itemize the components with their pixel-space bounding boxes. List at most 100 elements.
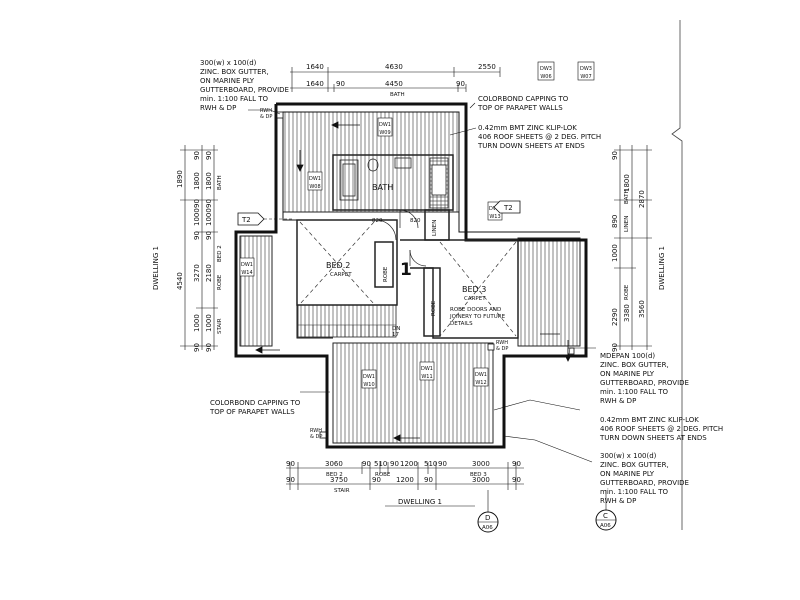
window-tag: W12 [475, 380, 486, 386]
right-dim: 3560 [638, 300, 646, 318]
bottom-dim-sub: BED 3 [470, 472, 487, 478]
note-gutter-br: ON MARINE PLY [600, 470, 655, 478]
note-roof-bottom: TURN DOWN SHEETS AT ENDS [599, 434, 707, 442]
top-dim: 90 [336, 80, 345, 88]
left-dim: 90 [205, 151, 213, 160]
svg-text:C: C [603, 512, 608, 520]
left-dim: 90 [193, 151, 201, 160]
right-dim-sub: ROBE [624, 284, 630, 300]
sheet-border [671, 20, 683, 530]
note-capping-top: TOP OF PARAPET WALLS [477, 104, 563, 112]
top-dim: 2550 [478, 63, 496, 71]
window-tag: DW1 [309, 176, 321, 182]
svg-text:T2: T2 [241, 216, 251, 224]
rwh-dp-label: & DP [496, 346, 508, 352]
robe-doors-note: DETAILS [450, 321, 473, 327]
left-dim: 1890 [176, 170, 184, 188]
rwh-dp-label: RWH [260, 108, 272, 114]
svg-text:A06: A06 [482, 525, 493, 531]
bottom-dim: 90 [512, 460, 521, 468]
section-marker-t2: T2 [237, 212, 292, 226]
room-diagonals [299, 221, 517, 337]
room-label-robe-bed2: ROBE [383, 266, 389, 282]
right-dim: 90 [611, 343, 619, 352]
inner-dim: 820 [410, 218, 421, 224]
bottom-dim: 90 [390, 460, 399, 468]
lower-roof [332, 342, 494, 444]
bottom-dim-sub: STAIR [334, 488, 350, 494]
right-dim: 1800 [623, 174, 631, 192]
stair-treads [298, 324, 396, 337]
left-dim: 1000 [205, 208, 213, 226]
window-tags [239, 61, 595, 389]
left-dim: 3270 [193, 264, 201, 282]
window-tag: W08 [309, 184, 320, 190]
window-tag: DW3 [540, 66, 552, 72]
section-ref-c: C A06 [595, 490, 617, 531]
window-tag: W09 [379, 130, 390, 136]
window-tag: DW1 [363, 374, 375, 380]
bottom-dim: 3060 [325, 460, 343, 468]
left-dim: 90 [193, 343, 201, 352]
right-dimension-lines [614, 145, 652, 350]
right-dim: 890 [611, 215, 619, 228]
left-dim: 90 [193, 231, 201, 240]
right-dim: 2870 [638, 190, 646, 208]
note-capping-top: COLORBOND CAPPING TO [478, 95, 569, 103]
bottom-dim: 90 [438, 460, 447, 468]
left-dim: 90 [205, 343, 213, 352]
left-dim-sub: BED 2 [217, 245, 223, 262]
bottom-dim: 3000 [472, 476, 490, 484]
left-dim: 1000 [205, 314, 213, 332]
downpipes [276, 111, 575, 439]
note-gutter-tl: ZINC. BOX GUTTER, [200, 68, 269, 76]
left-dim: 1000 [193, 208, 201, 226]
left-dim: 1000 [193, 314, 201, 332]
window-tag: DW1 [241, 262, 253, 268]
room-label-linen: LINEN [432, 220, 438, 236]
rwh-dp-label: & DP [310, 434, 322, 440]
left-dim: 1800 [193, 172, 201, 190]
bottom-dim: 3000 [472, 460, 490, 468]
inner-dim: 820 [372, 218, 383, 224]
top-dim: 4630 [385, 63, 403, 71]
bottom-dim: 90 [424, 476, 433, 484]
bottom-dim: 90 [286, 460, 295, 468]
top-dim-sub: BATH [390, 92, 405, 98]
note-gutter-tl: min. 1:100 FALL TO [200, 95, 269, 103]
note-gutter-br: RWH & DP [600, 497, 636, 505]
dwelling-number: 1 [400, 260, 412, 280]
note-roof-top: TURN DOWN SHEETS AT ENDS [477, 142, 585, 150]
section-ref-d: D A06 [477, 490, 499, 533]
bottom-dim: 510 [424, 460, 437, 468]
note-gutter-br: 300(w) x 100(d) [600, 452, 657, 460]
top-dim: 1640 [306, 63, 324, 71]
note-roof-bottom: 406 ROOF SHEETS @ 2 DEG. PITCH [600, 425, 723, 433]
rwh-dp-label: RWH [496, 340, 508, 346]
window-tag: W10 [363, 382, 374, 388]
stair-down-label: DN [392, 326, 400, 332]
note-gutter-tl: 300(w) x 100(d) [200, 59, 257, 67]
left-dim: 2180 [205, 264, 213, 282]
top-dim: 90 [456, 80, 465, 88]
door-swings [375, 209, 427, 267]
room-label-bed3: BED.3 [462, 285, 486, 294]
note-capping-left: TOP OF PARAPET WALLS [209, 408, 295, 416]
right-dim: 1000 [611, 244, 619, 262]
note-mdepan: ON MARINE PLY [600, 370, 655, 378]
right-dim: 3380 [623, 304, 631, 322]
note-roof-bottom: 0.42mm BMT ZINC KLIP-LOK [600, 416, 699, 424]
note-roof-top: 0.42mm BMT ZINC KLIP-LOK [478, 124, 577, 132]
bottom-dim: 1200 [400, 460, 418, 468]
bottom-dwelling-label: DWELLING 1 [398, 498, 442, 506]
note-gutter-br: ZINC. BOX GUTTER, [600, 461, 669, 469]
room-label-bed2: BED.2 [326, 261, 350, 270]
floor-finish-bed3: CARPET [464, 296, 486, 302]
window-tag: DW1 [421, 366, 433, 372]
window-tag: W06 [540, 74, 551, 80]
svg-text:T2: T2 [503, 204, 513, 212]
note-gutter-tl: ON MARINE PLY [200, 77, 255, 85]
floor-finish-bed2: CARPET [330, 272, 352, 278]
note-mdepan: min. 1:100 FALL TO [600, 388, 669, 396]
